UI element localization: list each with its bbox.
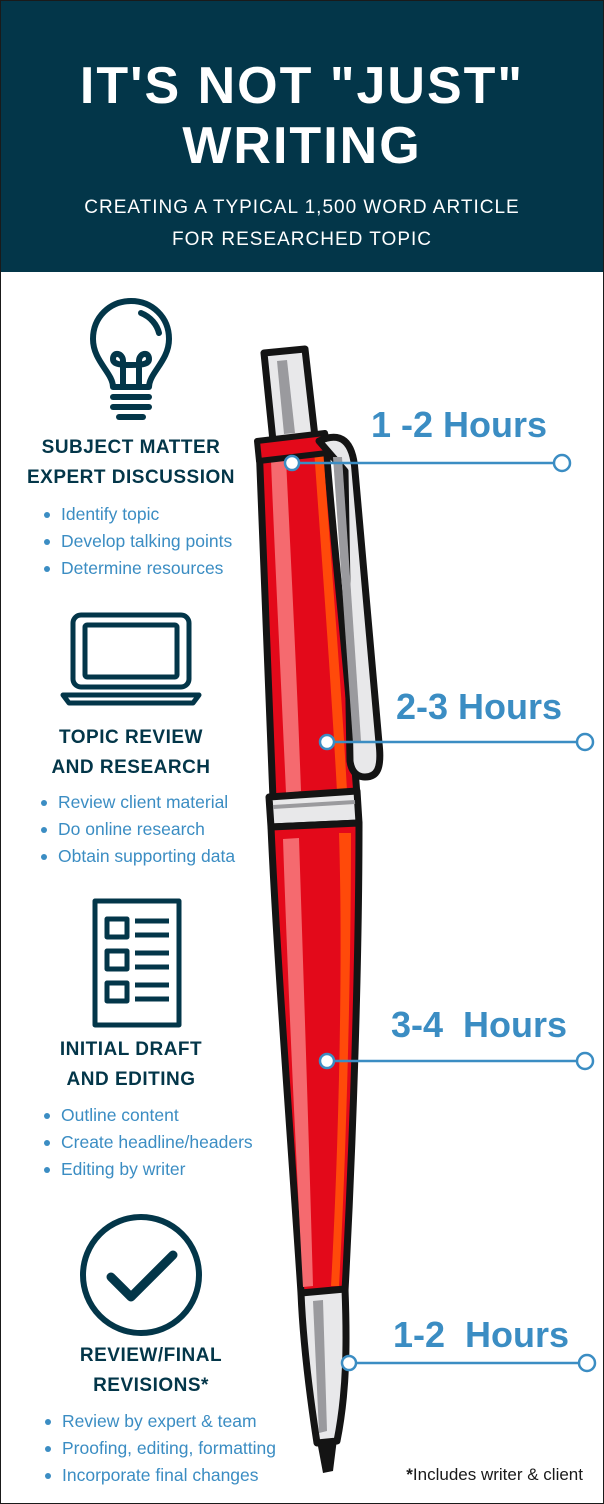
- laptop-icon: [60, 612, 202, 706]
- step-1-title-line-1: SUBJECT MATTER: [41, 437, 221, 458]
- step-1-hours: 1 -2 Hours: [371, 404, 548, 445]
- footnote: *Includes writer & client: [406, 1463, 583, 1487]
- step-4-hours: 1-2 Hours: [393, 1314, 570, 1355]
- step-1-bullets: Identify topic Develop talking points De…: [41, 501, 232, 582]
- subtitle-line-2: FOR RESEARCHED TOPIC: [171, 229, 432, 250]
- list-item: Editing by writer: [41, 1156, 253, 1183]
- step-3-hours: 3-4 Hours: [391, 1004, 568, 1045]
- step-3-title: INITIAL DRAFT AND EDITING: [11, 1035, 251, 1095]
- lightbulb-icon: [90, 298, 172, 420]
- subtitle-line-1: CREATING A TYPICAL 1,500 WORD ARTICLE: [84, 197, 520, 218]
- step-4-bullets: Review by expert & team Proofing, editin…: [42, 1408, 276, 1489]
- list-item: Obtain supporting data: [38, 843, 235, 870]
- footnote-asterisk: *: [406, 1465, 413, 1484]
- list-item: Determine resources: [41, 555, 232, 582]
- list-item: Review by expert & team: [42, 1408, 276, 1435]
- step-4-title-line-1: REVIEW/FINAL: [79, 1345, 223, 1366]
- header-banner: IT'S NOT "JUST" WRITING CREATING A TYPIC…: [1, 1, 603, 272]
- footnote-text: Includes writer & client: [412, 1465, 583, 1484]
- step-2-title-line-2: AND RESEARCH: [51, 757, 211, 778]
- step-3-title-line-1: INITIAL DRAFT: [59, 1039, 203, 1060]
- list-item: Do online research: [38, 816, 235, 843]
- list-item: Develop talking points: [41, 528, 232, 555]
- checkmark-circle-icon: [80, 1214, 202, 1336]
- step-1-title-line-2: EXPERT DISCUSSION: [26, 467, 236, 488]
- list-item: Incorporate final changes: [42, 1462, 276, 1489]
- step-2-title: TOPIC REVIEW AND RESEARCH: [11, 723, 251, 783]
- title-line-1: IT'S NOT "JUST": [79, 57, 525, 115]
- step-2-hours: 2-3 Hours: [396, 686, 563, 727]
- list-item: Identify topic: [41, 501, 232, 528]
- list-item: Outline content: [41, 1102, 253, 1129]
- document-list-icon: [92, 898, 182, 1028]
- title-line-2: WRITING: [182, 117, 422, 175]
- step-4-title: REVIEW/FINAL REVISIONS*: [31, 1341, 271, 1401]
- list-item: Review client material: [38, 789, 235, 816]
- step-3-title-line-2: AND EDITING: [66, 1069, 196, 1090]
- list-item: Proofing, editing, formatting: [42, 1435, 276, 1462]
- step-2-bullets: Review client material Do online researc…: [38, 789, 235, 870]
- step-2-title-line-1: TOPIC REVIEW: [59, 727, 203, 748]
- list-item: Create headline/headers: [41, 1129, 253, 1156]
- step-4-title-line-2: REVISIONS*: [93, 1375, 209, 1396]
- step-3-bullets: Outline content Create headline/headers …: [41, 1102, 253, 1183]
- step-1-title: SUBJECT MATTER EXPERT DISCUSSION: [11, 433, 251, 493]
